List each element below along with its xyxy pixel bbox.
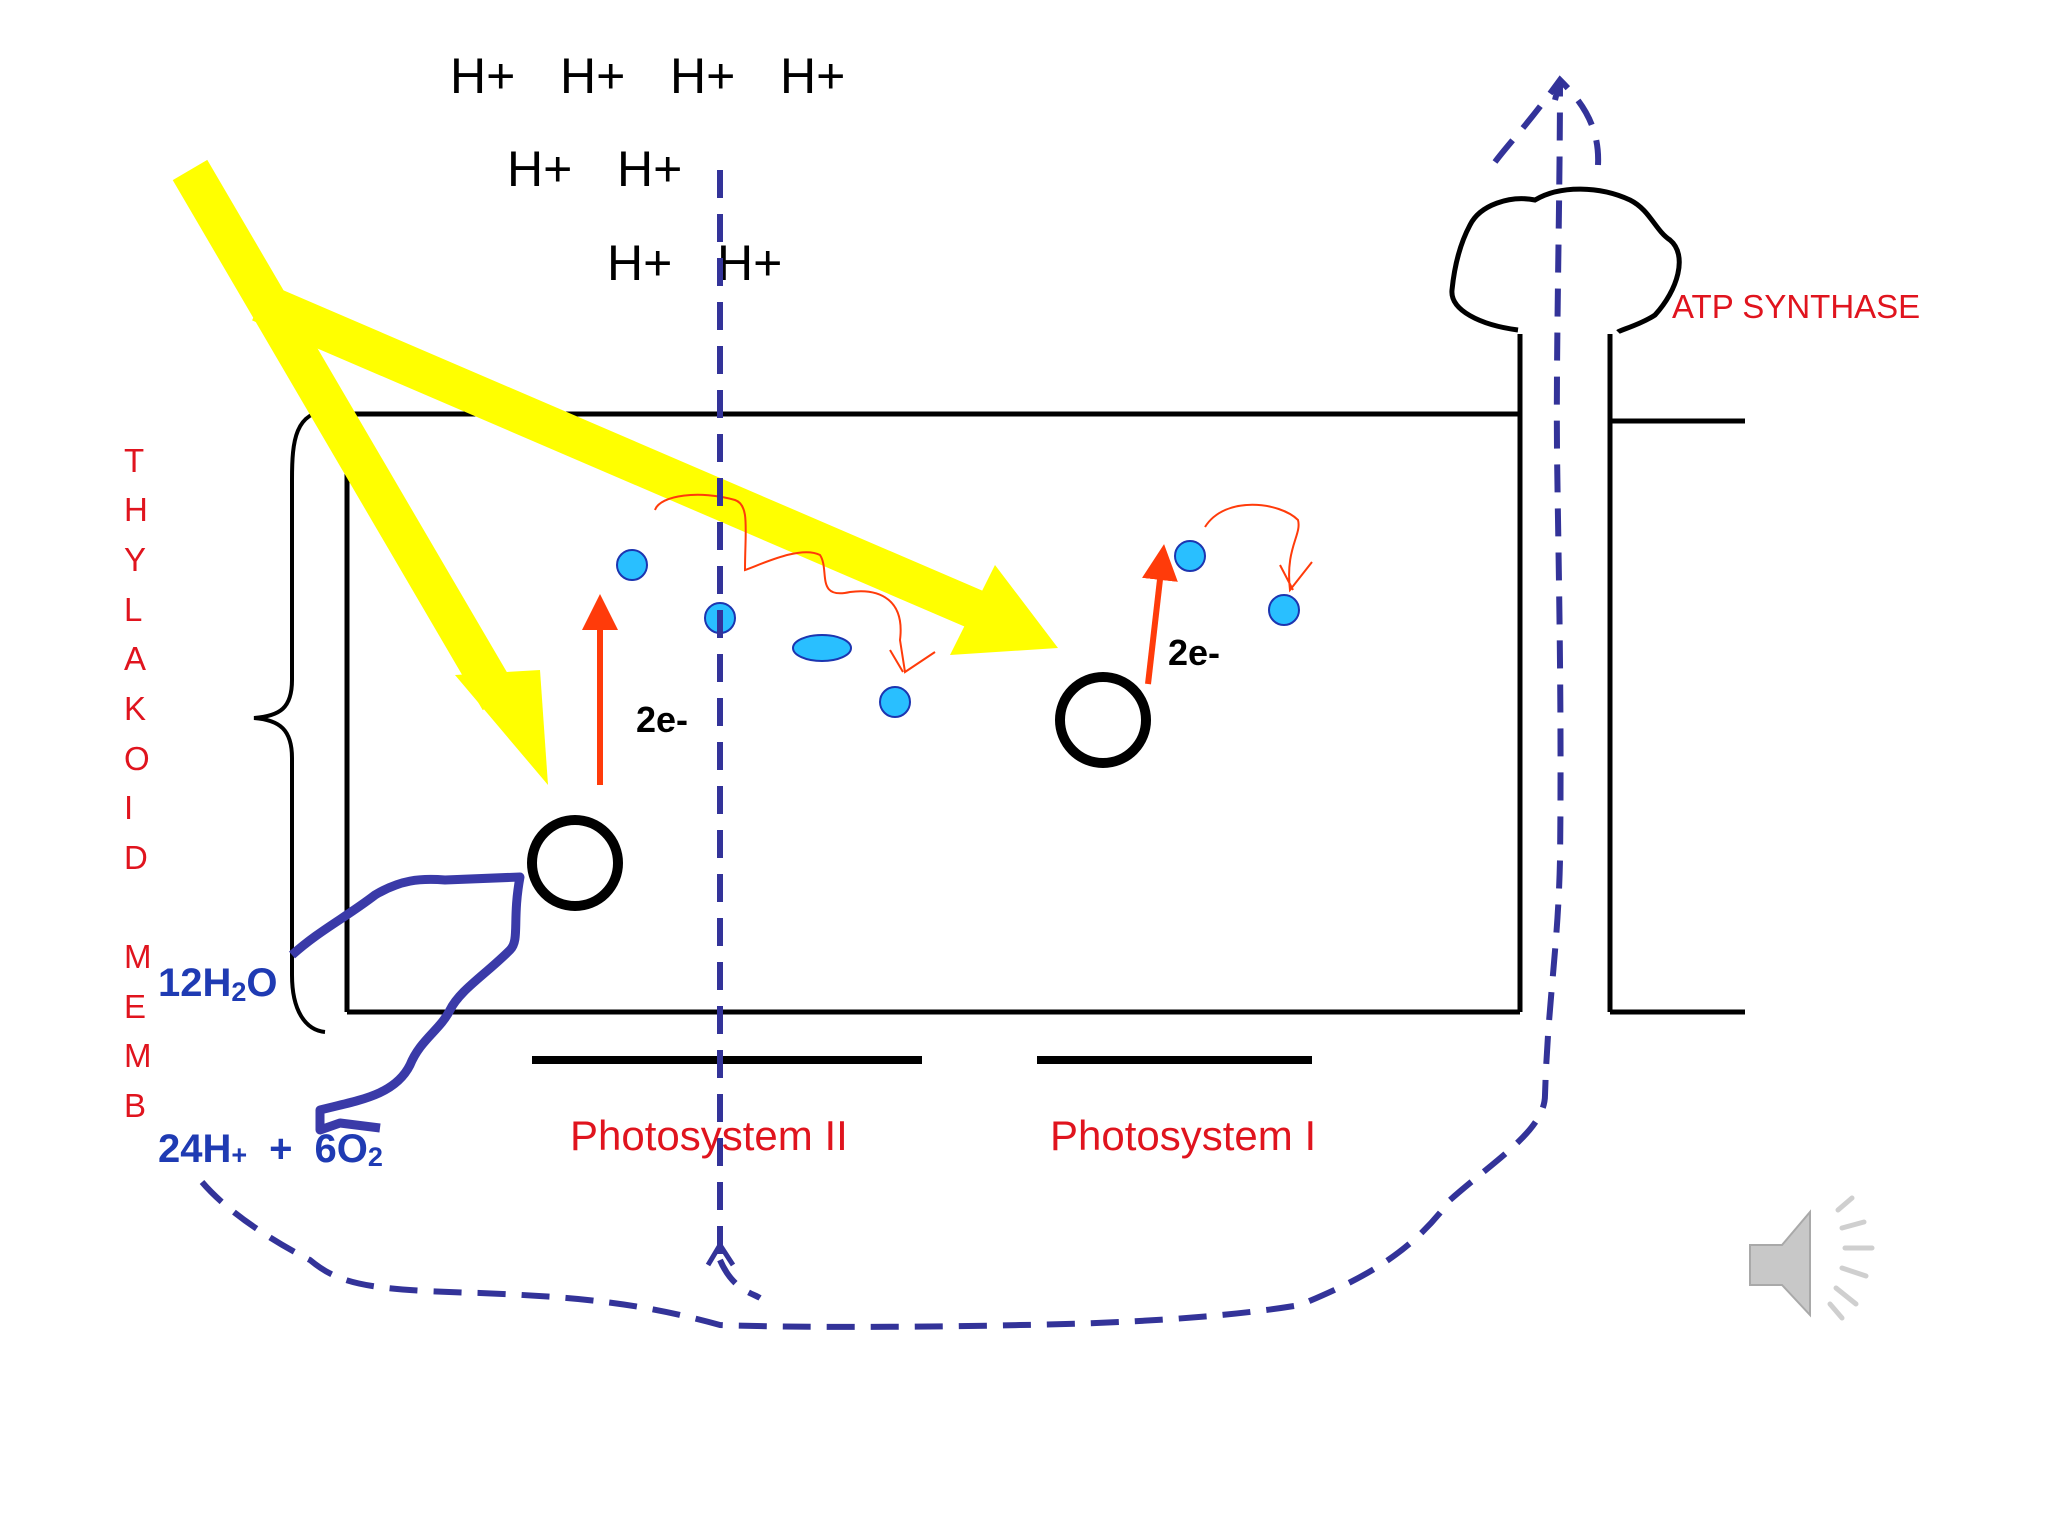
photosystem-i-label: Photosystem I xyxy=(1050,1112,1316,1159)
membrane-letter: M xyxy=(124,938,152,975)
ps1-electron-label: 2e- xyxy=(1168,632,1220,673)
proton-label: H+ xyxy=(780,48,845,104)
light-arrow-1 xyxy=(172,159,548,785)
carrier xyxy=(1268,594,1300,626)
ps2-electron-label: 2e- xyxy=(636,699,688,740)
membrane-letter: E xyxy=(124,988,146,1025)
membrane-letter: K xyxy=(124,690,146,727)
proton-label: H+ xyxy=(450,48,515,104)
proton-label: H+ xyxy=(717,235,782,291)
proton-label: H+ xyxy=(617,141,682,197)
membrane-letter: T xyxy=(124,442,144,479)
carrier xyxy=(616,549,648,581)
membrane-letter: D xyxy=(124,839,148,876)
ps1-electron-arrow xyxy=(1142,544,1178,685)
proton-label: H+ xyxy=(507,141,572,197)
proton-label: H+ xyxy=(560,48,625,104)
electron-transport-path xyxy=(1204,503,1313,593)
membrane-letter: A xyxy=(124,640,146,677)
membrane-letter: O xyxy=(124,740,150,777)
carrier xyxy=(792,634,852,662)
carrier xyxy=(879,686,911,718)
electron-transport-path xyxy=(654,493,936,674)
water-label: 12H2O xyxy=(158,961,278,1007)
proton-row-1: H+ H+ H+ H+ xyxy=(450,48,845,104)
proton-flow-path xyxy=(199,75,1602,1330)
membrane-letter: M xyxy=(124,1037,152,1074)
proton-row-3: H+ H+ xyxy=(607,235,782,291)
membrane-brace xyxy=(253,408,331,1034)
light-arrow-2 xyxy=(252,283,1058,655)
electron-carriers xyxy=(616,540,1300,718)
membrane-letter: L xyxy=(124,591,142,628)
thylakoid-membrane xyxy=(344,334,1745,1015)
proton-path-arrowhead xyxy=(705,1240,736,1267)
ps1-reaction-center xyxy=(1055,672,1151,768)
water-splitting-arrow xyxy=(289,872,525,1135)
proton-row-2: H+ H+ xyxy=(507,141,682,197)
membrane-vertical-label: T H Y L A K O I D M E M B xyxy=(124,442,152,1124)
proton-label: H+ xyxy=(607,235,672,291)
atp-synthase-head xyxy=(1449,186,1682,335)
photosystem-ii-label: Photosystem II xyxy=(570,1112,848,1159)
ps2-reaction-center xyxy=(527,815,623,911)
atp-synthase-label: ATP SYNTHASE xyxy=(1672,288,1920,325)
membrane-letter: I xyxy=(124,789,133,826)
proton-label: H+ xyxy=(670,48,735,104)
products-label: 24H++6O2 xyxy=(158,1127,383,1172)
speaker-icon[interactable] xyxy=(1749,1195,1875,1321)
carrier xyxy=(1174,540,1206,572)
membrane-letter: H xyxy=(124,491,148,528)
membrane-letter: Y xyxy=(124,541,146,578)
membrane-letter: B xyxy=(124,1087,146,1124)
